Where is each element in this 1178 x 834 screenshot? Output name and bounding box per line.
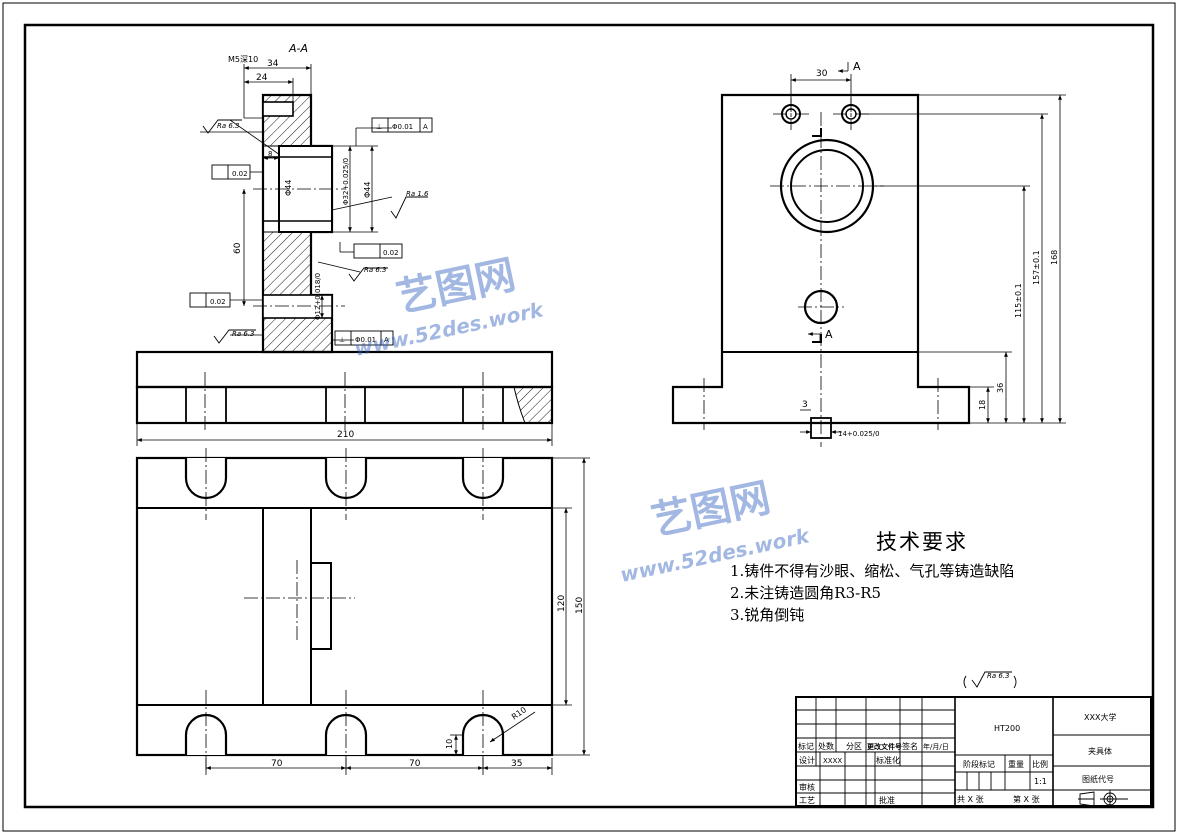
dim-70b: 70 — [409, 759, 421, 769]
tb-standard: 标准化 — [876, 755, 900, 765]
cyl1-value: 0.02 — [232, 170, 248, 178]
perp1-value: Φ0.01 — [392, 123, 413, 131]
perp2-value: Φ0.01 — [355, 336, 376, 344]
tb-process: 工艺 — [799, 796, 815, 805]
section-label: A-A — [288, 42, 308, 55]
dim-157: 157±0.1 — [1032, 250, 1041, 285]
section-mark-bottom: A — [825, 328, 833, 341]
tb-signature: 签名 — [902, 741, 918, 751]
ra16: Ra 1.6 — [406, 190, 429, 198]
dim-120: 120 — [557, 595, 567, 612]
tech-item-3: 3.锐角倒钝 — [730, 606, 805, 624]
dim-35: 35 — [511, 759, 522, 769]
dim-d44a: Φ44 — [284, 180, 293, 196]
tb-change-doc: 更改文件号 — [867, 742, 902, 751]
title-block — [795, 696, 1152, 808]
tb-designer: XXXX — [823, 757, 842, 765]
section-mark-top: A — [853, 60, 861, 73]
technical-requirements: 技术要求 1.铸件不得有沙眼、缩松、气孔等铸造缺陷 2.未注铸造圆角R3-R5 … — [730, 526, 1014, 626]
tb-design: 设计 — [799, 755, 815, 765]
section-view-a-a — [135, 64, 554, 446]
dim-210: 210 — [337, 430, 354, 440]
tech-item-2: 2.未注铸造圆角R3-R5 — [730, 584, 882, 602]
tb-scale: 比例 — [1032, 759, 1048, 769]
inner-frame — [23, 23, 1155, 809]
top-view — [135, 448, 590, 775]
dim-d12: Φ12+0.018/0 — [314, 273, 322, 320]
dim-30: 30 — [816, 69, 828, 79]
perp1-symbol: ⊥ — [376, 123, 382, 131]
tb-school: XXX大学 — [1084, 712, 1116, 722]
tb-weight: 重量 — [1008, 759, 1024, 769]
tech-title: 技术要求 — [876, 530, 968, 554]
tb-partition: 分区 — [846, 742, 862, 751]
dim-150: 150 — [575, 597, 585, 614]
dim-168: 168 — [1050, 250, 1059, 265]
dim-thread: M5深10 — [228, 55, 258, 64]
ra-general: Ra 6.3 — [987, 672, 1010, 680]
tolerance-labels: ⊥ Φ0.01 A 0.02 0.02 0.02 ⊥ Φ0.01 A — [210, 123, 428, 344]
dim-3: 3 — [802, 400, 808, 410]
dim-24: 24 — [256, 73, 268, 83]
tb-approve: 批准 — [879, 795, 895, 805]
dim-60: 60 — [233, 242, 243, 254]
tb-drawing-no: 图纸代号 — [1082, 774, 1114, 784]
flat-value: 0.02 — [383, 249, 399, 257]
tb-date: 年/月/日 — [923, 742, 949, 751]
perp2-ref: A — [384, 336, 389, 344]
dim-8: 8 — [268, 150, 272, 158]
roughness-labels: Ra 6.3 Ra 1.6 Ra 6.3 Ra 6.3 Ra 6.3 — [217, 122, 1010, 680]
dim-18: 18 — [978, 400, 987, 410]
dim-d32: Φ32+0.025/0 — [342, 158, 350, 205]
tech-item-1: 1.铸件不得有沙眼、缩松、气孔等铸造缺陷 — [730, 562, 1015, 580]
dim-r10: R10 — [510, 705, 528, 721]
perp1-ref: A — [423, 123, 428, 131]
perp2-symbol: ⊥ — [339, 336, 345, 344]
dimension-labels: A-A M5深10 34 24 8 Φ44 Φ32+0.025/0 Φ44 60… — [228, 42, 1059, 769]
tb-stage: 阶段标记 — [963, 759, 995, 769]
general-roughness-symbol — [963, 671, 1017, 689]
cyl2-value: 0.02 — [210, 298, 226, 306]
dim-115: 115±0.1 — [1014, 283, 1023, 318]
dim-14: 14+0.025/0 — [838, 430, 880, 438]
front-view — [671, 62, 1066, 447]
tb-material: HT200 — [994, 724, 1020, 733]
tb-count: 处数 — [818, 741, 834, 751]
ra63-low: Ra 6.3 — [232, 330, 255, 338]
dim-34: 34 — [267, 59, 279, 69]
dim-36: 36 — [996, 383, 1005, 393]
ra63-top: Ra 6.3 — [217, 122, 240, 130]
tb-part-name: 夹具体 — [1088, 746, 1112, 756]
ra63-mid: Ra 6.3 — [364, 266, 387, 274]
title-block-labels: HT200 XXX大学 夹具体 图纸代号 标记 处数 分区 更改文件号 签名 年… — [798, 712, 1116, 805]
tb-sheet-no: 第 X 张 — [1013, 794, 1040, 804]
tb-review: 审核 — [799, 782, 815, 792]
dim-10: 10 — [445, 739, 454, 749]
tb-scale-value: 1:1 — [1034, 777, 1047, 786]
dim-70a: 70 — [271, 759, 283, 769]
tb-sheets-total: 共 X 张 — [957, 795, 984, 804]
dim-d44b: Φ44 — [363, 182, 372, 198]
tb-marks: 标记 — [798, 741, 814, 751]
